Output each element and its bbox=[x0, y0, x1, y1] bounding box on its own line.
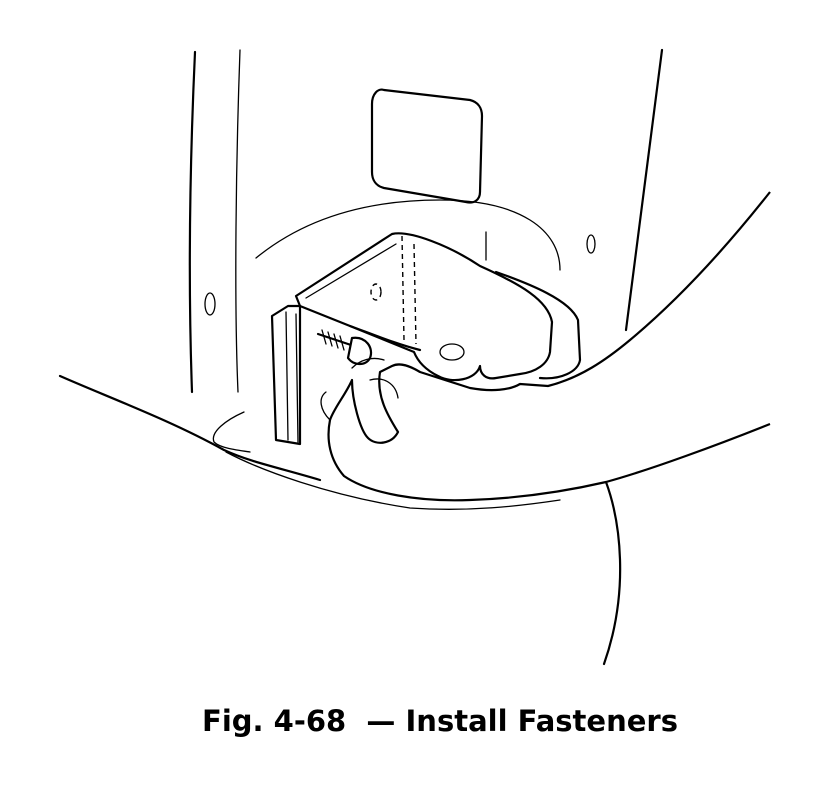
figure-caption: Fig. 4-68 — Install Fasteners bbox=[202, 704, 678, 738]
access-panel-opening bbox=[370, 88, 484, 204]
slot-left bbox=[204, 292, 216, 316]
gasket-plate bbox=[270, 304, 302, 446]
body-panel bbox=[58, 48, 664, 510]
hand bbox=[320, 191, 771, 666]
installation-illustration bbox=[58, 48, 771, 666]
recess bbox=[494, 270, 582, 380]
slot-right bbox=[586, 234, 596, 254]
mounting-bracket bbox=[294, 232, 554, 382]
fastener-screw bbox=[316, 329, 373, 366]
